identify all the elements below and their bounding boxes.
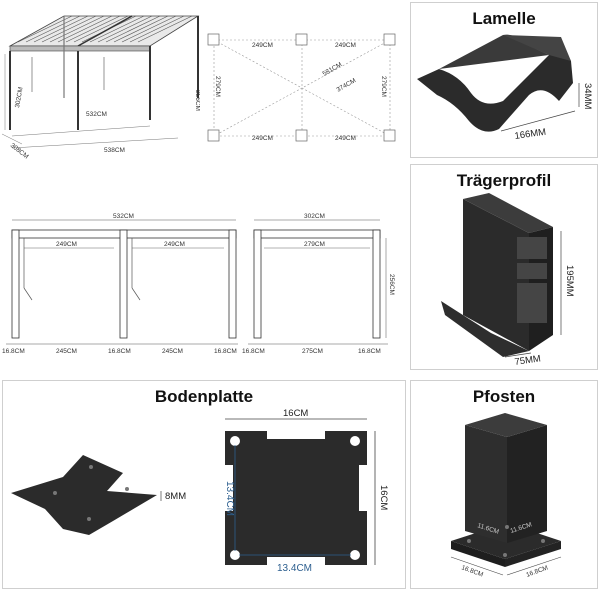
side-post-r-label: 16.8CM bbox=[358, 348, 381, 355]
pergola-depth-outer-label: 308CM bbox=[9, 142, 30, 160]
top-view-drawing: 249CM 249CM 249CM 249CM 279CM 279CM 581C… bbox=[207, 33, 396, 142]
panel-bodenplatte: Bodenplatte 8MM 16CM 16CM 13.4CM 13.4CM bbox=[2, 380, 406, 589]
panel-traegerprofil: Trägerprofil 195MM 75MM bbox=[410, 164, 598, 370]
side-height-label: 256CM bbox=[388, 274, 395, 295]
panel-front-view: 532CM 249CM 249CM 16.8CM 245CM 16.8CM 24… bbox=[2, 208, 242, 368]
panel-pfosten: Pfosten 11.6CM 11.6CM 16.8CM 16.8CM bbox=[410, 380, 598, 589]
bodenplatte-hole-h-label: 13.4CM bbox=[277, 563, 312, 574]
front-post-l-label: 16.8CM bbox=[2, 348, 25, 355]
panel-lamelle: Lamelle 34MM 166MM bbox=[410, 2, 598, 158]
top-span-c-label: 249CM bbox=[252, 135, 273, 142]
bodenplatte-title: Bodenplatte bbox=[154, 387, 254, 406]
front-gap-a-label: 245CM bbox=[56, 348, 77, 355]
lamelle-height-label: 34MM bbox=[582, 83, 593, 109]
bodenplatte-right-label: 16CM bbox=[378, 485, 389, 510]
top-span-b-label: 249CM bbox=[335, 42, 356, 49]
side-view-drawing: 302CM 279CM 256CM 16.8CM 275CM 16.8CM bbox=[242, 213, 395, 355]
traeger-width-label: 75MM bbox=[514, 353, 542, 368]
top-side-right-label: 279CM bbox=[380, 76, 387, 97]
top-side-left-label: 279CM bbox=[214, 76, 221, 97]
side-post-l-label: 16.8CM bbox=[242, 348, 265, 355]
bodenplatte-hole-v-label: 13.4CM bbox=[224, 481, 235, 516]
lamelle-title: Lamelle bbox=[472, 9, 536, 28]
traegerprofil-drawing: 195MM 75MM bbox=[441, 193, 575, 368]
front-gap-b-label: 245CM bbox=[162, 348, 183, 355]
bodenplatte-top-label: 16CM bbox=[283, 408, 308, 419]
traeger-height-label: 195MM bbox=[564, 265, 575, 297]
pergola-depth-label: 302CM bbox=[14, 86, 25, 108]
pergola-width-outer-label: 538CM bbox=[104, 147, 125, 154]
pergola-width-inner-label: 532CM bbox=[86, 111, 107, 118]
front-span-b-label: 249CM bbox=[164, 241, 185, 248]
top-diag-a-label: 581CM bbox=[322, 61, 344, 78]
pergola-3d-drawing: 302CM 256CM 532CM 538CM 308CM bbox=[1, 15, 201, 160]
pergola-height-label: 256CM bbox=[194, 90, 201, 111]
pfosten-outer-b-label: 16.8CM bbox=[525, 565, 549, 579]
front-span-a-label: 249CM bbox=[56, 241, 77, 248]
side-gap-label: 275CM bbox=[302, 348, 323, 355]
pfosten-title: Pfosten bbox=[472, 387, 536, 406]
top-span-d-label: 249CM bbox=[335, 135, 356, 142]
pfosten-drawing: 11.6CM 11.6CM 16.8CM 16.8CM bbox=[450, 413, 562, 579]
lamelle-drawing: 34MM 166MM bbox=[417, 34, 593, 142]
top-diag-b-label: 374CM bbox=[336, 77, 358, 94]
panel-top-view: 249CM 249CM 249CM 249CM 279CM 279CM 581C… bbox=[200, 28, 396, 150]
front-view-drawing: 532CM 249CM 249CM 16.8CM 245CM 16.8CM 24… bbox=[2, 213, 238, 355]
side-span-label: 279CM bbox=[304, 241, 325, 248]
front-post-m-label: 16.8CM bbox=[108, 348, 131, 355]
pfosten-outer-a-label: 16.8CM bbox=[460, 564, 484, 578]
traegerprofil-title: Trägerprofil bbox=[456, 171, 552, 190]
front-total-label: 532CM bbox=[113, 213, 134, 220]
front-post-r-label: 16.8CM bbox=[214, 348, 237, 355]
bodenplatte-drawing: 8MM 16CM 16CM 13.4CM 13.4CM bbox=[11, 408, 389, 574]
side-total-label: 302CM bbox=[304, 213, 325, 220]
lamelle-width-label: 166MM bbox=[514, 127, 547, 142]
bodenplatte-thickness-label: 8MM bbox=[165, 491, 186, 502]
top-span-a-label: 249CM bbox=[252, 42, 273, 49]
panel-pergola-3d: 302CM 256CM 532CM 538CM 308CM bbox=[1, 2, 201, 160]
panel-side-view: 302CM 279CM 256CM 16.8CM 275CM 16.8CM bbox=[242, 208, 406, 368]
